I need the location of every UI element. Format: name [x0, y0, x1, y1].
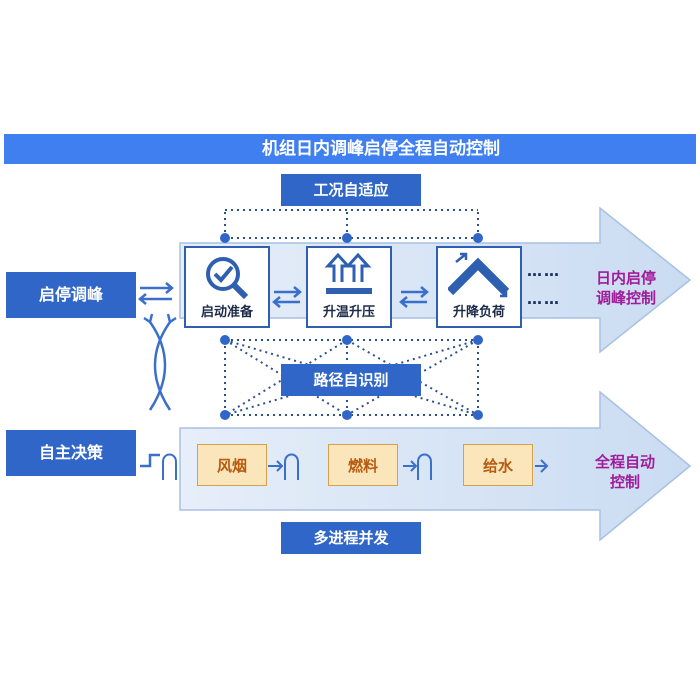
up-arrows-plate-icon	[324, 252, 372, 294]
top-arrow-text: 日内启停 调峰控制	[595, 269, 656, 307]
start-stop-peak-box: 启停调峰	[6, 272, 136, 318]
stage-heat-pressure: 升温升压	[306, 246, 392, 328]
magnifier-check-icon	[206, 257, 249, 300]
stage-load-change: 升降负荷	[436, 246, 522, 328]
network-nodes	[220, 233, 483, 420]
process-feedwater: 给水	[463, 444, 533, 486]
bottom-arrow-text: 全程自动 控制	[594, 453, 655, 491]
process-loop-arrows	[162, 453, 549, 480]
stage-label: 升降负荷	[452, 305, 505, 320]
stage-exchange-arrows	[272, 286, 429, 308]
concurrent-process-box: 多进程并发	[281, 522, 421, 554]
up-down-ramp-icon	[448, 252, 510, 298]
autonomous-decision-box: 自主决策	[6, 430, 136, 476]
process-flue-gas: 风烟	[197, 444, 267, 486]
left-exchange-arrows	[138, 282, 177, 468]
process-fuel: 燃料	[328, 444, 398, 486]
ellipsis-top: ……	[527, 262, 561, 280]
stage-start-prep: 启动准备	[184, 246, 270, 328]
path-identification-box: 路径自识别	[281, 364, 421, 396]
page-title: 机组日内调峰启停全程自动控制	[262, 139, 500, 159]
ellipsis-bottom: ……	[527, 290, 561, 308]
bottom-flow-arrow	[179, 390, 692, 542]
title-bar: 机组日内调峰启停全程自动控制	[4, 134, 696, 164]
stage-label: 升温升压	[322, 305, 375, 320]
stage-label: 启动准备	[200, 305, 253, 320]
adaptive-condition-box: 工况自适应	[281, 174, 421, 206]
